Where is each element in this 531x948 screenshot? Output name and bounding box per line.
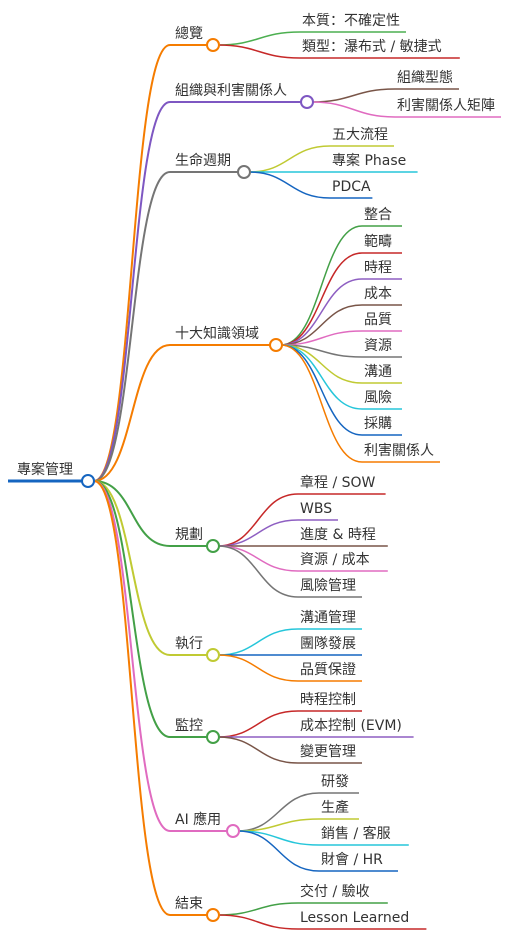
child-link (217, 902, 299, 916)
child-link (237, 830, 320, 872)
branch-collapse-toggle[interactable] (206, 539, 220, 553)
child-label[interactable]: 範疇 (364, 233, 392, 250)
branch-label[interactable]: 執行 (175, 636, 203, 652)
child-link (311, 88, 396, 103)
child-label[interactable]: 採購 (364, 416, 392, 432)
child-label[interactable]: 時程 (364, 260, 392, 276)
child-link (280, 344, 363, 410)
branch-collapse-toggle[interactable] (206, 38, 220, 52)
child-label[interactable]: 五大流程 (332, 127, 388, 143)
child-label[interactable]: 溝通管理 (300, 610, 356, 626)
child-label[interactable]: 溝通 (364, 364, 392, 380)
child-link (280, 278, 363, 346)
root-link-planning (93, 480, 171, 547)
child-label[interactable]: 章程 / SOW (300, 474, 376, 491)
child-label[interactable]: 利害關係人 (364, 443, 434, 459)
child-label[interactable]: 專案 Phase (332, 152, 406, 169)
branch-label[interactable]: 組織與利害關係人 (175, 83, 287, 99)
child-link (217, 519, 299, 547)
branch-collapse-toggle[interactable] (206, 648, 220, 662)
branch-label[interactable]: 生命週期 (175, 152, 231, 169)
child-label[interactable]: 類型：瀑布式 / 敏捷式 (302, 39, 442, 55)
branch-collapse-toggle[interactable] (206, 908, 220, 922)
child-label[interactable]: 本質：不確定性 (302, 13, 400, 29)
branch-collapse-toggle[interactable] (269, 338, 283, 352)
child-label[interactable]: 研發 (321, 774, 349, 790)
child-label[interactable]: 品質 (364, 312, 392, 328)
root-link-executing (93, 480, 171, 656)
root-link-lifecycle (93, 171, 171, 482)
child-link (217, 736, 299, 764)
branch-label[interactable]: 監控 (175, 717, 203, 734)
root-link-ai (93, 480, 171, 832)
child-label[interactable]: 成本控制 (EVM) (300, 718, 402, 734)
child-label[interactable]: 資源 / 成本 (300, 552, 370, 568)
branch-closing: 結束 交付 / 驗收 Lesson Learned (170, 883, 427, 930)
child-link (217, 44, 301, 59)
child-label[interactable]: Lesson Learned (300, 910, 409, 926)
child-link (280, 225, 363, 346)
child-label[interactable]: PDCA (332, 179, 371, 195)
child-link (217, 654, 299, 682)
root-link-monitoring (93, 480, 171, 738)
child-label[interactable]: 整合 (364, 207, 392, 223)
child-link (311, 101, 396, 118)
branch-label[interactable]: 結束 (175, 896, 203, 912)
child-label[interactable]: 交付 / 驗收 (300, 883, 370, 900)
branch-collapse-toggle[interactable] (300, 95, 314, 109)
root-link-closing (93, 480, 171, 916)
root-collapse-toggle[interactable] (81, 474, 95, 488)
branch-label[interactable]: 十大知識領域 (175, 325, 259, 342)
child-link (217, 545, 299, 598)
child-link (248, 145, 331, 173)
child-link (237, 792, 320, 832)
child-label[interactable]: 團隊發展 (300, 636, 356, 652)
child-label[interactable]: 利害關係人矩陣 (397, 98, 495, 114)
child-label[interactable]: 風險 (364, 390, 392, 406)
child-link (280, 344, 363, 463)
child-label[interactable]: 資源 (364, 338, 392, 354)
child-label[interactable]: 組織型態 (397, 70, 453, 86)
child-link (217, 31, 301, 46)
child-label[interactable]: 銷售 / 客服 (321, 825, 391, 842)
child-label[interactable]: 進度 & 時程 (300, 527, 376, 543)
child-label[interactable]: 風險管理 (300, 578, 356, 594)
child-link (217, 628, 299, 656)
root-link-knowledge (93, 344, 171, 482)
child-label[interactable]: 變更管理 (300, 744, 356, 760)
root-link-org (93, 101, 171, 482)
child-label[interactable]: 成本 (364, 286, 392, 302)
child-link (280, 252, 363, 346)
child-label[interactable]: 品質保證 (300, 661, 356, 678)
branch-label[interactable]: AI 應用 (175, 811, 221, 828)
branch-label[interactable]: 總覽 (175, 25, 203, 42)
child-link (217, 545, 299, 572)
child-link (217, 493, 299, 547)
root-label[interactable]: 專案管理 (17, 461, 73, 478)
branch-collapse-toggle[interactable] (237, 165, 251, 179)
branch-collapse-toggle[interactable] (226, 824, 240, 838)
child-label[interactable]: 財會 / HR (321, 852, 383, 868)
child-label[interactable]: 時程控制 (300, 692, 356, 708)
child-link (217, 914, 299, 930)
child-link (217, 710, 299, 738)
child-link (280, 344, 363, 436)
child-link (248, 171, 331, 199)
child-label[interactable]: 生產 (321, 799, 349, 816)
child-label[interactable]: WBS (300, 501, 332, 517)
child-link (280, 304, 363, 346)
branch-label[interactable]: 規劃 (175, 527, 203, 543)
branch-collapse-toggle[interactable] (206, 730, 220, 744)
